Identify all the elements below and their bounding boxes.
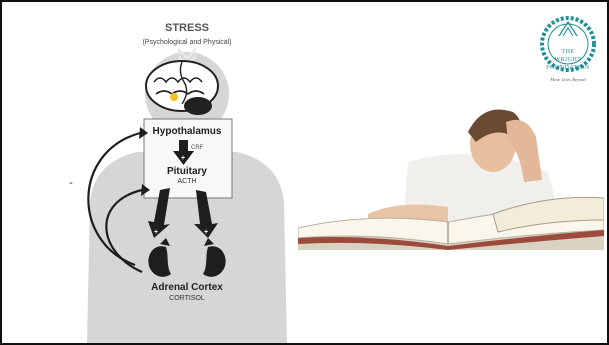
diagram-title: STRESS [122,22,252,34]
plus-mark: + [204,229,208,236]
diagram-subtitle: (Psychological and Physical) [102,39,272,46]
hypothalamus-label: Hypothalamus [147,126,227,137]
logo-text: WRIGHT [539,57,597,63]
wright-foundation-logo: THE WRIGHT FOUNDATION Move Lives Beyond [539,14,597,92]
logo-text: THE [539,49,597,55]
crf-label: CRF [191,145,231,151]
plus-mark: + [154,229,158,236]
logo-tagline: Move Lives Beyond [539,77,597,82]
cortisol-label: CORTISOL [122,295,252,302]
negative-feedback-sign: - [66,177,76,189]
plus-mark: + [181,155,185,162]
acth-label: ACTH [147,178,227,185]
pituitary-label: Pituitary [147,166,227,177]
logo-text: FOUNDATION [539,65,597,71]
adrenal-cortex-label: Adrenal Cortex [122,282,252,293]
hypothalamus-marker [170,93,178,101]
student-photo [298,102,604,250]
